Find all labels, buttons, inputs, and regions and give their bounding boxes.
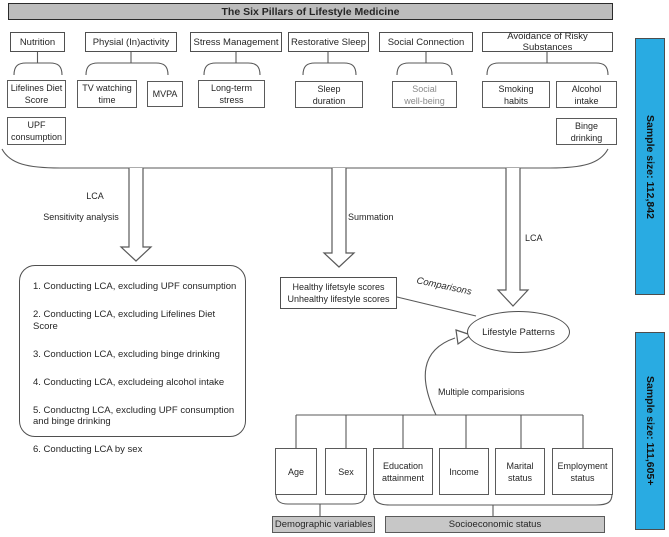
sample-size-bottom-label: Sample size: 111,605+ (644, 376, 656, 486)
covariate-age-label: Age (287, 466, 304, 477)
demographic-variables-bar: Demographic variables (272, 516, 375, 533)
sensitivity-item-4: 4. Conducting LCA, excludeing alcohol in… (33, 376, 225, 388)
indicator-alcohol-intake: Alcohol intake (556, 81, 617, 108)
comparison-line (396, 296, 477, 317)
sensitivity-item-6: 6. Conducting LCA by sex (33, 444, 143, 455)
brace-substances (486, 52, 609, 76)
indicator-binge-drinking: Binge drinking (556, 118, 617, 145)
socioeconomic-status-bar: Socioeconomic status (385, 516, 605, 533)
brace-nutrition (13, 52, 63, 76)
pillar-social-connection: Social Connection (379, 32, 473, 52)
healthy-scores-line: Healthy lifetsyle scores (292, 282, 385, 292)
diagram-title-bar: The Six Pillars of Lifestyle Medicine (8, 3, 613, 20)
diagram-title: The Six Pillars of Lifestyle Medicine (221, 5, 400, 18)
indicator-long-term-stress: Long-term stress (198, 80, 265, 108)
label-lca-right: LCA (525, 233, 543, 243)
label-sensitivity-analysis: Sensitivity analysis (43, 212, 119, 222)
indicator-smoking-habits: Smoking habits (482, 81, 550, 108)
covariate-employment-status: Employment status (552, 448, 613, 495)
pillar-risky-substances-label: Avoidance of Risky Substances (507, 31, 588, 53)
label-multiple-comparisons: Multiple comparisions (438, 387, 525, 397)
covariate-marital-status-label: Marital status (506, 460, 534, 483)
sample-size-bar-bottom: Sample size: 111,605+ (635, 332, 665, 530)
label-comparisons: Comparisons (415, 275, 473, 298)
indicator-mvpa-label: MVPA (152, 89, 178, 99)
indicator-tv-watching-time-label: TV watching time (82, 83, 132, 105)
brace-demographic (275, 493, 366, 516)
sensitivity-analysis-box: 1. Conducting LCA, excluding UPF consump… (19, 265, 246, 455)
covariate-age: Age (275, 448, 317, 495)
pillar-nutrition-label: Nutrition (19, 36, 56, 48)
covariate-education-label: Education attainment (381, 460, 425, 483)
brace-physical-activity (85, 52, 169, 76)
indicator-long-term-stress-label: Long-term stress (210, 83, 253, 105)
collector-bracket (1, 148, 609, 169)
multiple-comparisons-arc (424, 337, 456, 416)
label-summation: Summation (348, 212, 394, 222)
socioeconomic-status-label: Socioeconomic status (448, 519, 542, 530)
lifestyle-scores-box: Healthy lifetsyle scores Unhealthy lifes… (280, 277, 397, 309)
pillar-stress-management: Stress Management (190, 32, 282, 52)
pillar-physical-inactivity: Physial (In)activity (85, 32, 177, 52)
lifestyle-patterns-label: Lifestyle Patterns (482, 326, 555, 338)
indicator-smoking-habits-label: Smoking habits (498, 83, 534, 106)
sensitivity-item-1: 1. Conducting LCA, excluding UPF consump… (33, 281, 237, 292)
covariate-marital-status: Marital status (495, 448, 545, 495)
pillar-restorative-sleep-label: Restorative Sleep (291, 36, 366, 48)
indicator-mvpa: MVPA (147, 81, 183, 107)
down-arrow-lca-right (496, 168, 530, 307)
demographic-variables-label: Demographic variables (274, 519, 373, 530)
indicator-upf-consumption-label: UPF consumption (10, 120, 63, 142)
sensitivity-item-3: 3. Conduction LCA, excluding binge drink… (33, 348, 220, 360)
pillar-nutrition: Nutrition (10, 32, 65, 52)
indicator-lifelines-diet-score: Lifelines Diet Score (7, 80, 66, 108)
covariate-employment-status-label: Employment status (557, 460, 608, 483)
brace-stress (203, 52, 261, 76)
sample-size-bar-top: Sample size: 112,842 (635, 38, 665, 295)
covariate-sex-label: Sex (338, 466, 354, 477)
indicator-alcohol-intake-label: Alcohol intake (571, 83, 602, 106)
sensitivity-item-5: 5. Conductng LCA, excluding UPF consumpt… (33, 404, 235, 428)
indicator-tv-watching-time: TV watching time (77, 80, 137, 108)
brace-sleep (302, 52, 357, 76)
brace-social (396, 52, 453, 76)
pillar-restorative-sleep: Restorative Sleep (288, 32, 369, 52)
covariate-sex: Sex (325, 448, 367, 495)
covariate-education: Education attainment (373, 448, 433, 495)
lifestyle-patterns-ellipse: Lifestyle Patterns (467, 311, 570, 353)
indicator-social-well-being-label: Social well-being (404, 83, 445, 106)
unhealthy-scores-line: Unhealthy lifestyle scores (287, 294, 390, 304)
label-lca-left: LCA (86, 191, 104, 201)
sample-size-top-label: Sample size: 112,842 (644, 114, 656, 219)
pillar-stress-management-label: Stress Management (193, 36, 279, 48)
indicator-binge-drinking-label: Binge drinking (570, 120, 603, 143)
sensitivity-item-2: 2. Conducting LCA, excluding Lifelines D… (33, 309, 216, 332)
brace-socioeconomic (373, 493, 613, 516)
covariate-tree (295, 414, 584, 448)
covariate-income: Income (439, 448, 489, 495)
pillar-physical-inactivity-label: Physial (In)activity (92, 36, 170, 48)
indicator-sleep-duration: Sleep duration (295, 81, 363, 108)
indicator-upf-consumption: UPF consumption (7, 117, 66, 145)
indicator-lifelines-diet-score-label: Lifelines Diet Score (10, 83, 63, 105)
pillar-social-connection-label: Social Connection (387, 36, 465, 48)
indicator-sleep-duration-label: Sleep duration (312, 83, 346, 106)
covariate-income-label: Income (449, 466, 479, 477)
pillar-risky-substances: Avoidance of Risky Substances (482, 31, 613, 53)
indicator-social-well-being: Social well-being (392, 81, 457, 108)
